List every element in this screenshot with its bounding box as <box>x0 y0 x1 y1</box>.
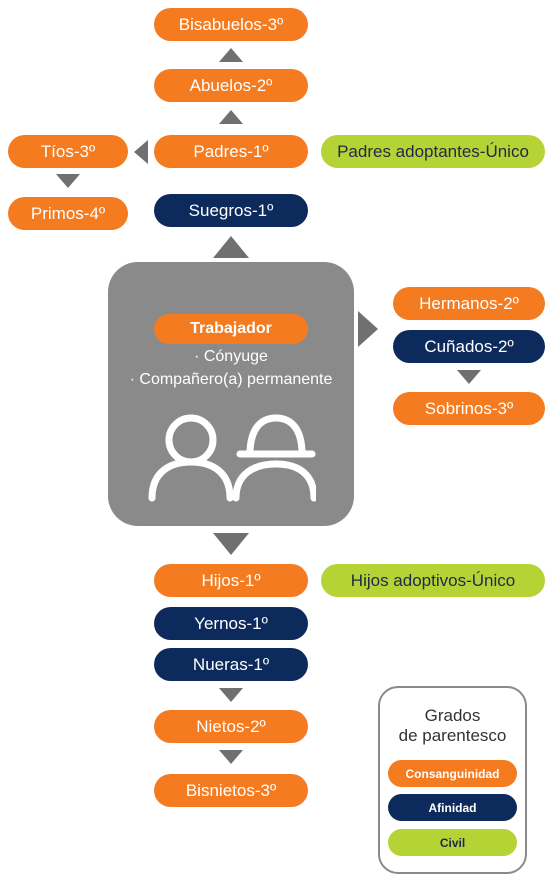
arrow-left-icon <box>134 140 148 164</box>
node-primos: Primos-4º <box>8 197 128 230</box>
people-icon <box>148 414 316 502</box>
node-hijos: Hijos-1º <box>154 564 308 597</box>
arrow-down-icon <box>219 750 243 764</box>
arrow-down-icon <box>457 370 481 384</box>
legend: Grados de parentesco Consanguinidad Afin… <box>378 686 527 874</box>
worker-box: Trabajador · Cónyuge · Compañero(a) perm… <box>108 262 354 526</box>
node-bisnietos: Bisnietos-3º <box>154 774 308 807</box>
worker-label: Trabajador <box>154 314 308 344</box>
arrow-up-icon <box>219 48 243 62</box>
node-nietos: Nietos-2º <box>154 710 308 743</box>
node-abuelos: Abuelos-2º <box>154 69 308 102</box>
node-bisabuelos: Bisabuelos-3º <box>154 8 308 41</box>
arrow-down-icon <box>56 174 80 188</box>
legend-title-line2: de parentesco <box>398 726 507 745</box>
legend-consanguinidad: Consanguinidad <box>388 760 517 787</box>
legend-title-line1: Grados <box>424 706 481 725</box>
node-suegros: Suegros-1º <box>154 194 308 227</box>
node-padres: Padres-1º <box>154 135 308 168</box>
arrow-up-icon <box>219 110 243 124</box>
node-padres-adoptantes: Padres adoptantes-Único <box>321 135 545 168</box>
node-nueras: Nueras-1º <box>154 648 308 681</box>
arrow-up-icon <box>213 236 249 258</box>
node-tios: Tíos-3º <box>8 135 128 168</box>
spouse-label: · Cónyuge <box>194 348 268 365</box>
node-hijos-adoptivos: Hijos adoptivos-Único <box>321 564 545 597</box>
arrow-down-icon <box>213 533 249 555</box>
node-cunados: Cuñados-2º <box>393 330 545 363</box>
legend-afinidad: Afinidad <box>388 794 517 821</box>
legend-civil: Civil <box>388 829 517 856</box>
partner-label: · Compañero(a) permanente <box>129 371 333 388</box>
node-hermanos: Hermanos-2º <box>393 287 545 320</box>
node-yernos: Yernos-1º <box>154 607 308 640</box>
arrow-right-icon <box>358 311 378 347</box>
node-sobrinos: Sobrinos-3º <box>393 392 545 425</box>
arrow-down-icon <box>219 688 243 702</box>
